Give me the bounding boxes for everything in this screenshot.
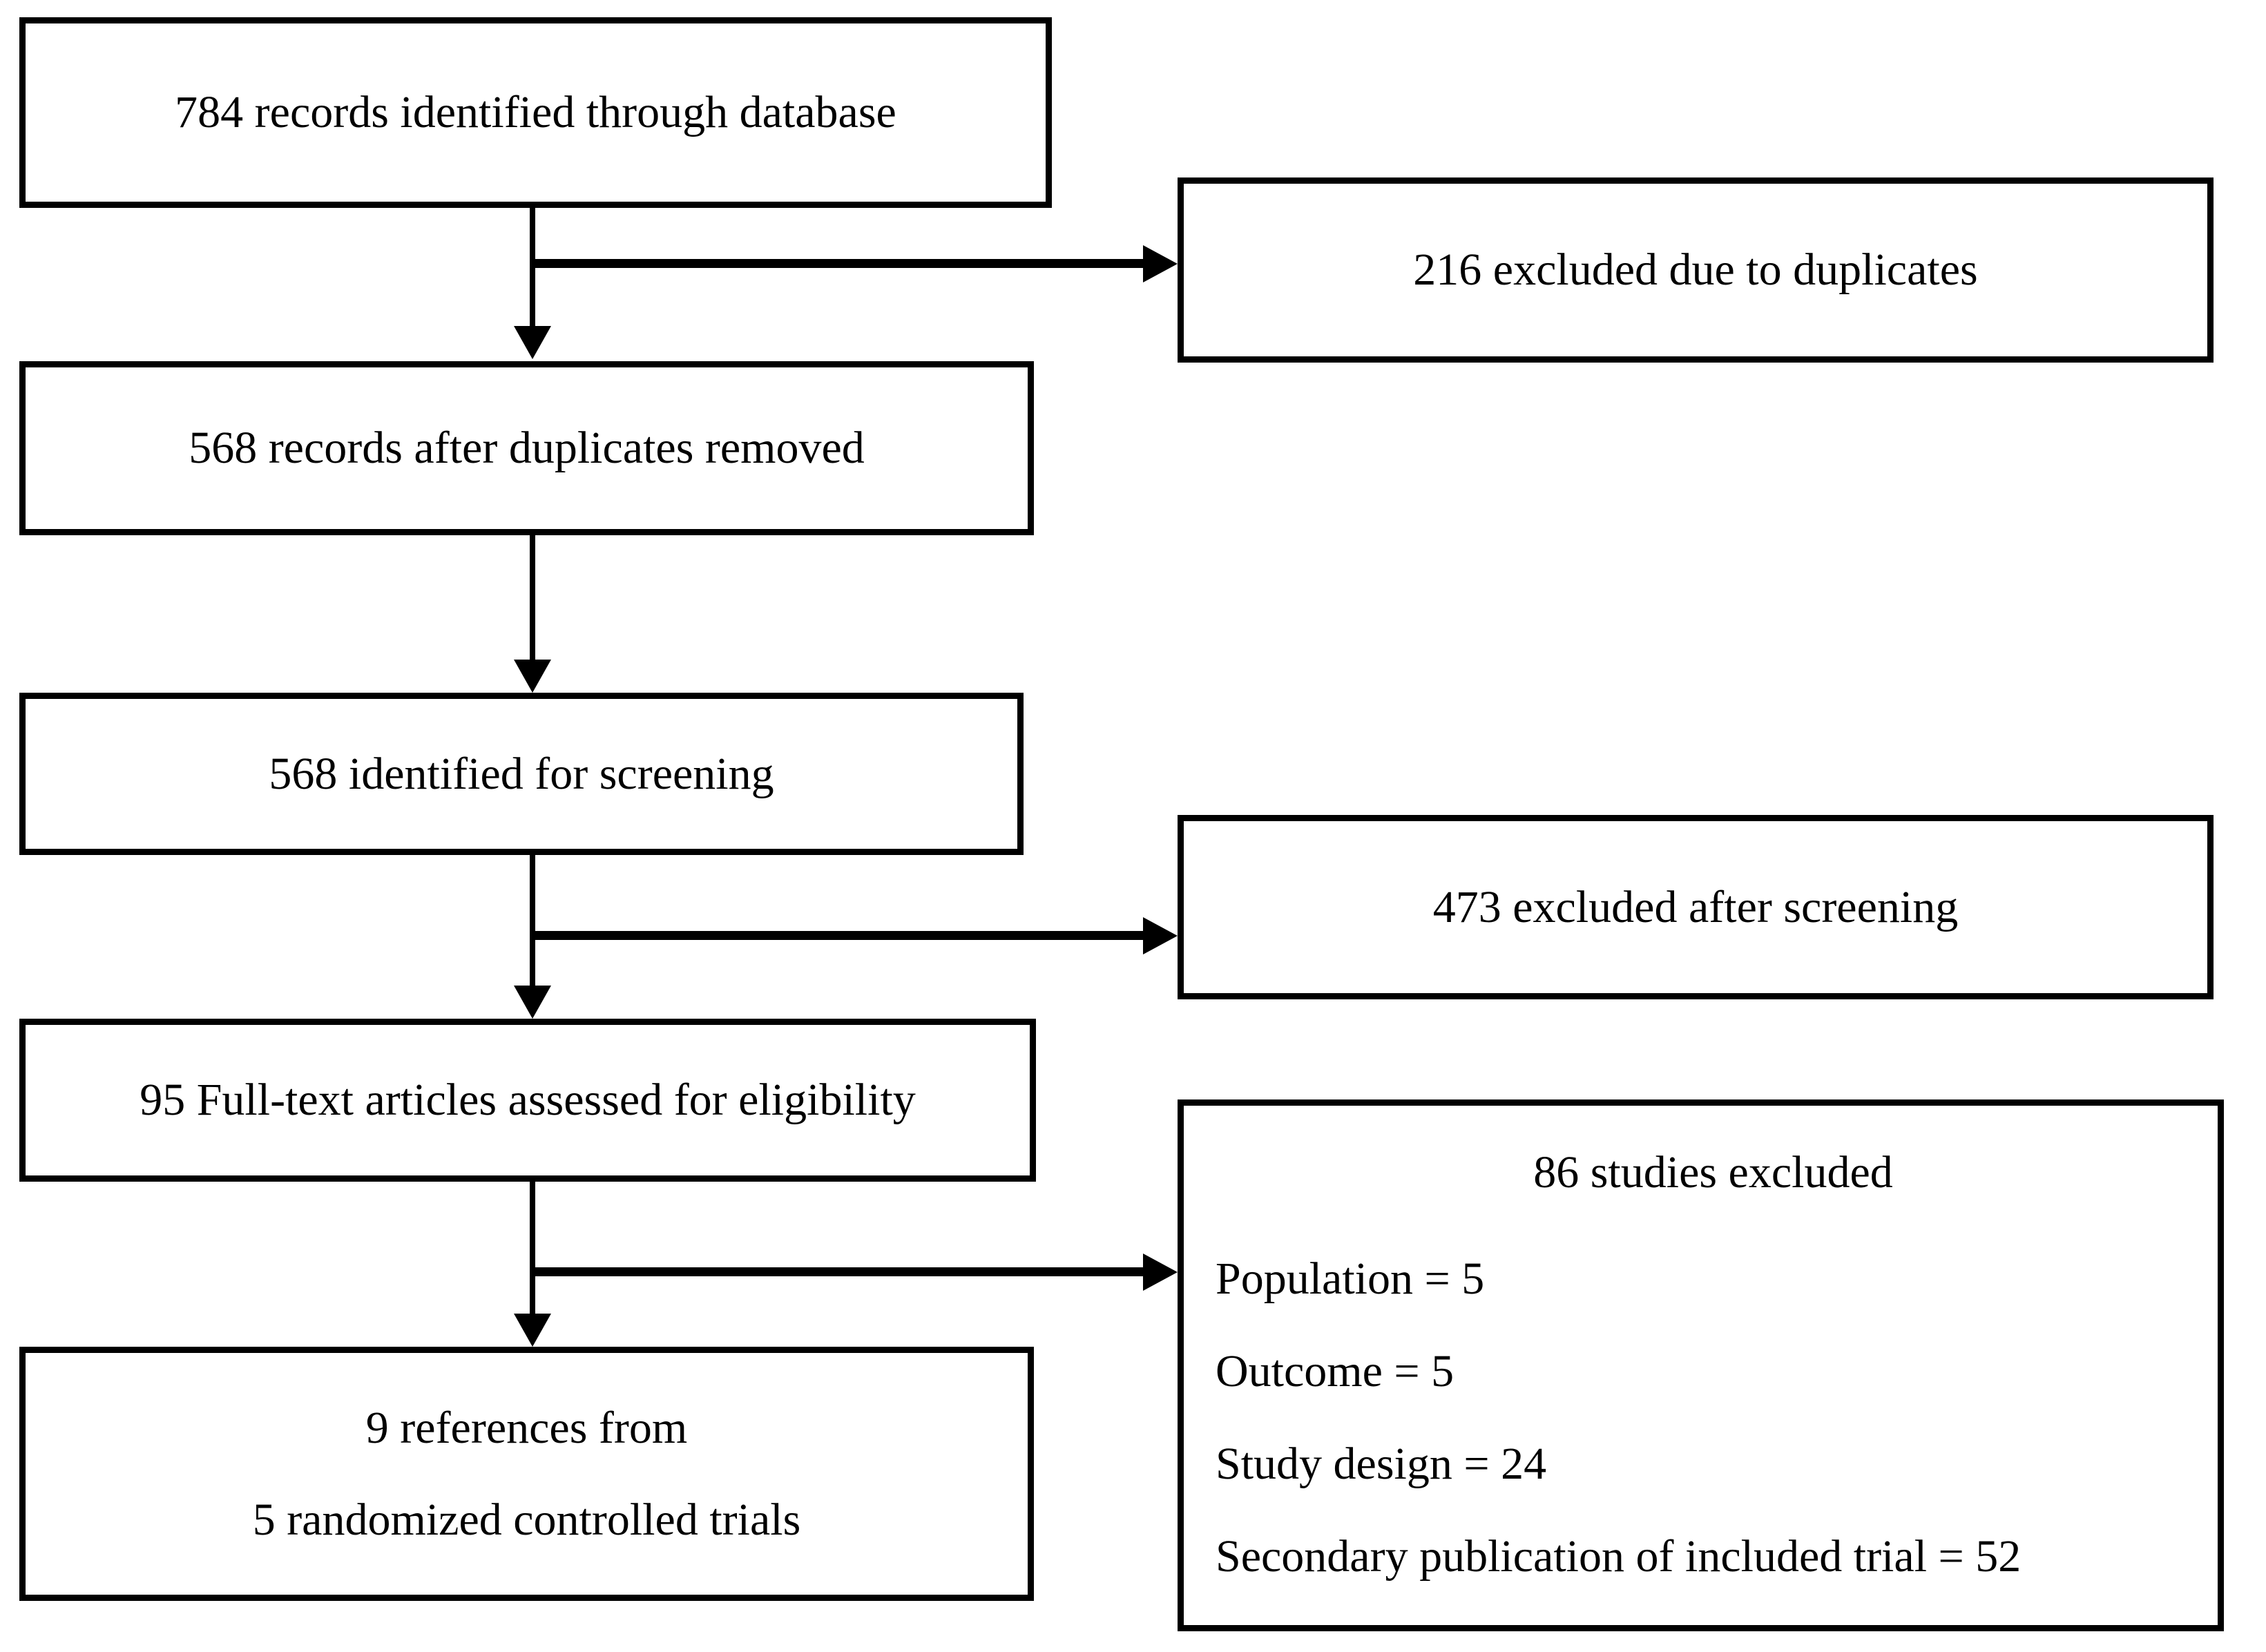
- box-studies-excluded: 86 studies excluded Population = 5 Outco…: [1178, 1099, 2224, 1631]
- arrow-right-icon: [1143, 917, 1178, 954]
- flow-line-to-excluded-duplicates: [532, 259, 1143, 268]
- box-fulltext-assessed: 95 Full-text articles assessed for eligi…: [19, 1019, 1036, 1182]
- exclusion-reason-study-design: Study design = 24: [1216, 1439, 1547, 1489]
- excluded-duplicates-label: 216 excluded due to duplicates: [1413, 244, 1978, 295]
- exclusion-reason-secondary-publication: Secondary publication of included trial …: [1216, 1531, 2022, 1582]
- box-records-identified: 784 records identified through database: [19, 17, 1052, 208]
- flow-line-to-excluded-screening: [532, 931, 1143, 940]
- exclusion-reason-outcome: Outcome = 5: [1216, 1346, 1454, 1396]
- included-references-line2: 5 randomized controlled trials: [252, 1494, 801, 1545]
- flow-line-deduplicated-to-screening: [530, 535, 535, 660]
- box-excluded-after-screening: 473 excluded after screening: [1178, 815, 2214, 999]
- arrow-right-icon: [1143, 1254, 1178, 1291]
- exclusion-reason-population: Population = 5: [1216, 1254, 1485, 1304]
- box-identified-for-screening: 568 identified for screening: [19, 693, 1024, 855]
- flow-line-screening-to-fulltext: [530, 854, 535, 986]
- arrow-down-icon: [514, 1314, 551, 1347]
- arrow-down-icon: [514, 660, 551, 693]
- fulltext-assessed-label: 95 Full-text articles assessed for eligi…: [140, 1075, 916, 1125]
- arrow-right-icon: [1143, 245, 1178, 282]
- identified-for-screening-label: 568 identified for screening: [269, 748, 774, 799]
- records-after-duplicates-label: 568 records after duplicates removed: [189, 423, 865, 473]
- arrow-down-icon: [514, 326, 551, 359]
- records-identified-label: 784 records identified through database: [175, 87, 896, 137]
- included-references-line1: 9 references from: [365, 1402, 688, 1453]
- flow-line-to-studies-excluded: [532, 1267, 1143, 1276]
- studies-excluded-heading: 86 studies excluded: [1533, 1147, 1893, 1198]
- excluded-after-screening-label: 473 excluded after screening: [1432, 881, 1959, 932]
- box-included-references: 9 references from 5 randomized controlle…: [19, 1347, 1034, 1601]
- box-records-after-duplicates: 568 records after duplicates removed: [19, 361, 1034, 535]
- flow-line-fulltext-to-included: [530, 1181, 535, 1314]
- box-excluded-duplicates: 216 excluded due to duplicates: [1178, 177, 2214, 363]
- arrow-down-icon: [514, 986, 551, 1019]
